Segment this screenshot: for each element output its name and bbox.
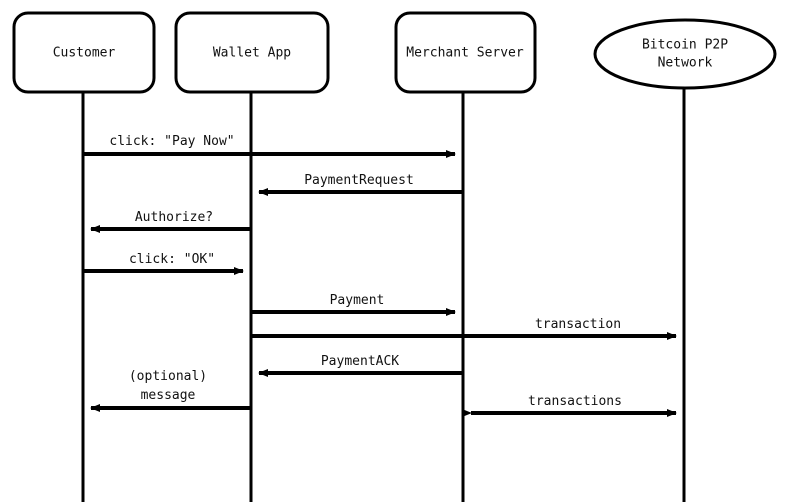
message-label-payment: Payment [330, 293, 385, 308]
message-transactions: transactions [462, 394, 677, 417]
message-label-click-pay-now: click: "Pay Now" [109, 134, 234, 149]
lifelines-group [81, 88, 686, 502]
message-optional-message: (optional) message [90, 369, 251, 412]
participant-network-label-line2: Network [658, 56, 713, 71]
message-label-payment-request: PaymentRequest [304, 173, 414, 188]
participant-customer-box[interactable] [12, 11, 156, 94]
message-authorize: Authorize? [90, 210, 251, 233]
participant-merchant[interactable]: Merchant Server [394, 11, 537, 94]
message-label-transactions: transactions [528, 394, 622, 409]
participant-wallet-label: Wallet App [213, 46, 291, 61]
message-label-transaction: transaction [535, 317, 621, 332]
message-label-payment-ack: PaymentACK [321, 354, 399, 369]
participant-network-ellipse[interactable] [593, 18, 777, 90]
participant-merchant-box[interactable] [394, 11, 537, 94]
message-transaction: transaction [251, 317, 677, 340]
participant-network[interactable]: Bitcoin P2P Network [593, 18, 777, 90]
message-payment-ack: PaymentACK [258, 354, 463, 377]
message-click-ok: click: "OK" [83, 252, 244, 275]
participant-customer-label: Customer [53, 46, 116, 61]
participant-wallet[interactable]: Wallet App [174, 11, 330, 94]
message-click-pay-now: click: "Pay Now" [83, 134, 456, 158]
participant-customer[interactable]: Customer [12, 11, 156, 94]
participant-wallet-box[interactable] [174, 11, 330, 94]
participant-merchant-label: Merchant Server [406, 46, 524, 61]
message-label-authorize: Authorize? [135, 210, 213, 225]
participant-network-label-line1: Bitcoin P2P [642, 38, 728, 53]
message-payment-request: PaymentRequest [258, 173, 463, 196]
message-payment: Payment [251, 293, 456, 316]
message-label-click-ok: click: "OK" [129, 252, 215, 267]
message-label-optional-message-line1: (optional) [129, 369, 207, 384]
message-label-optional-message-line2: message [141, 388, 196, 403]
